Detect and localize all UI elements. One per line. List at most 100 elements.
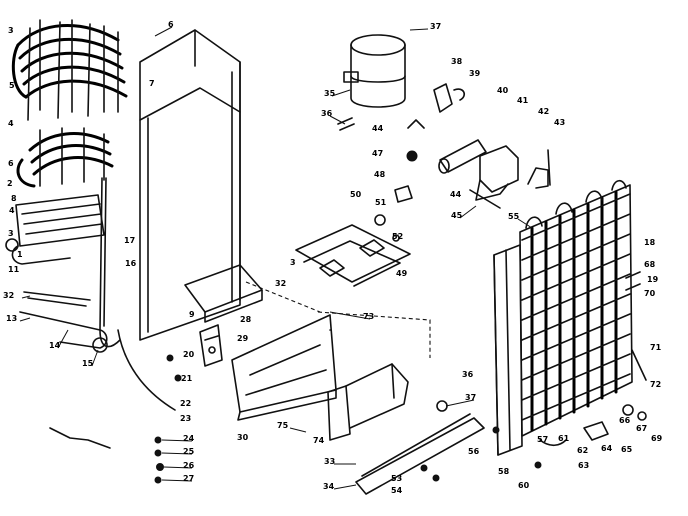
callout-18: 18 (644, 238, 656, 247)
callout-60: 60 (518, 481, 530, 490)
callout-13: 13 (6, 314, 17, 323)
control-bracket (199, 324, 223, 367)
callout-36: 36 (321, 109, 333, 118)
callout-22: 22 (180, 399, 191, 408)
callout-49: 49 (396, 269, 408, 278)
callout-25: 25 (183, 447, 195, 456)
compressor (343, 34, 406, 108)
callout-37: 37 (430, 22, 441, 31)
callout-39: 39 (469, 69, 481, 78)
callout-15: 15 (82, 359, 94, 368)
callout-21: 21 (181, 374, 193, 383)
callout-16: 16 (125, 259, 137, 268)
evaporator-coil-middle (16, 127, 114, 188)
callout-32: 32 (3, 291, 14, 300)
cabinet-bottom-tray (184, 264, 263, 323)
callout-73: 73 (363, 312, 374, 321)
leader-lines (19, 26, 533, 490)
evaporator-coil-lower (5, 194, 105, 265)
callout-74: 74 (313, 436, 325, 445)
callout-11: 11 (8, 265, 20, 274)
callout-55: 55 (508, 212, 520, 221)
callout-1: 1 (17, 250, 23, 259)
callout-75: 75 (277, 421, 289, 430)
callout-9: 9 (189, 310, 195, 319)
callout-14: 14 (49, 341, 61, 350)
callout-labels: 1233344566789111314151617202122232425262… (3, 20, 663, 495)
callout-30: 30 (237, 433, 249, 442)
callout-54: 54 (391, 486, 403, 495)
callout-66: 66 (619, 416, 631, 425)
callout-27: 27 (183, 474, 194, 483)
callout-4: 4 (8, 119, 14, 128)
machine-compartment-cover (231, 314, 337, 421)
hardware-fasteners-right (492, 271, 647, 469)
callout-72: 72 (650, 380, 661, 389)
cabinet-liner (139, 29, 241, 341)
callout-23: 23 (180, 414, 191, 423)
callout-3: 3 (8, 229, 14, 238)
callout-34: 34 (323, 482, 335, 491)
callout-68: 68 (644, 260, 656, 269)
callout-7: 7 (149, 79, 155, 88)
callout-61: 61 (558, 434, 570, 443)
callout-52: 52 (392, 232, 403, 241)
callout-38: 38 (451, 57, 463, 66)
callout-53: 53 (391, 474, 402, 483)
callout-6: 6 (8, 159, 14, 168)
callout-5: 5 (9, 81, 15, 90)
condenser-frame (493, 244, 523, 456)
callout-32: 32 (275, 279, 286, 288)
callout-26: 26 (183, 461, 195, 470)
callout-42: 42 (538, 107, 549, 116)
callout-44: 44 (450, 190, 462, 199)
callout-24: 24 (183, 434, 195, 443)
callout-3: 3 (290, 258, 296, 267)
callout-35: 35 (324, 89, 336, 98)
callout-62: 62 (577, 446, 588, 455)
callout-37: 37 (465, 393, 476, 402)
callout-4: 4 (9, 206, 15, 215)
callout-20: 20 (183, 350, 195, 359)
callout-57: 57 (537, 435, 548, 444)
relay-cover-clip (527, 149, 551, 189)
callout-8: 8 (11, 194, 17, 203)
callout-67: 67 (636, 424, 647, 433)
callout-71: 71 (650, 343, 662, 352)
start-relay (469, 145, 519, 209)
drain-tube (99, 177, 121, 348)
callout-19: 19 (647, 275, 659, 284)
callout-48: 48 (374, 170, 386, 179)
callout-58: 58 (498, 467, 510, 476)
drain-pan (327, 363, 409, 441)
hardware-fasteners-left (49, 354, 182, 484)
callout-63: 63 (578, 461, 589, 470)
compressor-base-plate (295, 214, 411, 287)
callout-29: 29 (237, 334, 249, 343)
callout-51: 51 (375, 198, 387, 207)
callout-36: 36 (462, 370, 474, 379)
callout-47: 47 (372, 149, 383, 158)
callout-17: 17 (124, 236, 135, 245)
callout-41: 41 (517, 96, 529, 105)
callout-40: 40 (497, 86, 509, 95)
overload-protector-parts (337, 83, 466, 203)
capillary-tube (117, 329, 176, 411)
callout-56: 56 (468, 447, 480, 456)
heater-wire (23, 291, 91, 307)
evaporator-coil-upper (11, 19, 128, 121)
callout-50: 50 (350, 190, 362, 199)
callout-28: 28 (240, 315, 252, 324)
callout-6: 6 (168, 20, 174, 29)
callout-65: 65 (621, 445, 633, 454)
callout-3: 3 (8, 26, 14, 35)
start-capacitor (438, 139, 487, 174)
callout-33: 33 (324, 457, 335, 466)
callout-44: 44 (372, 124, 384, 133)
callout-43: 43 (554, 118, 565, 127)
condenser-coil (519, 179, 633, 437)
callout-69: 69 (651, 434, 663, 443)
callout-70: 70 (644, 289, 656, 298)
